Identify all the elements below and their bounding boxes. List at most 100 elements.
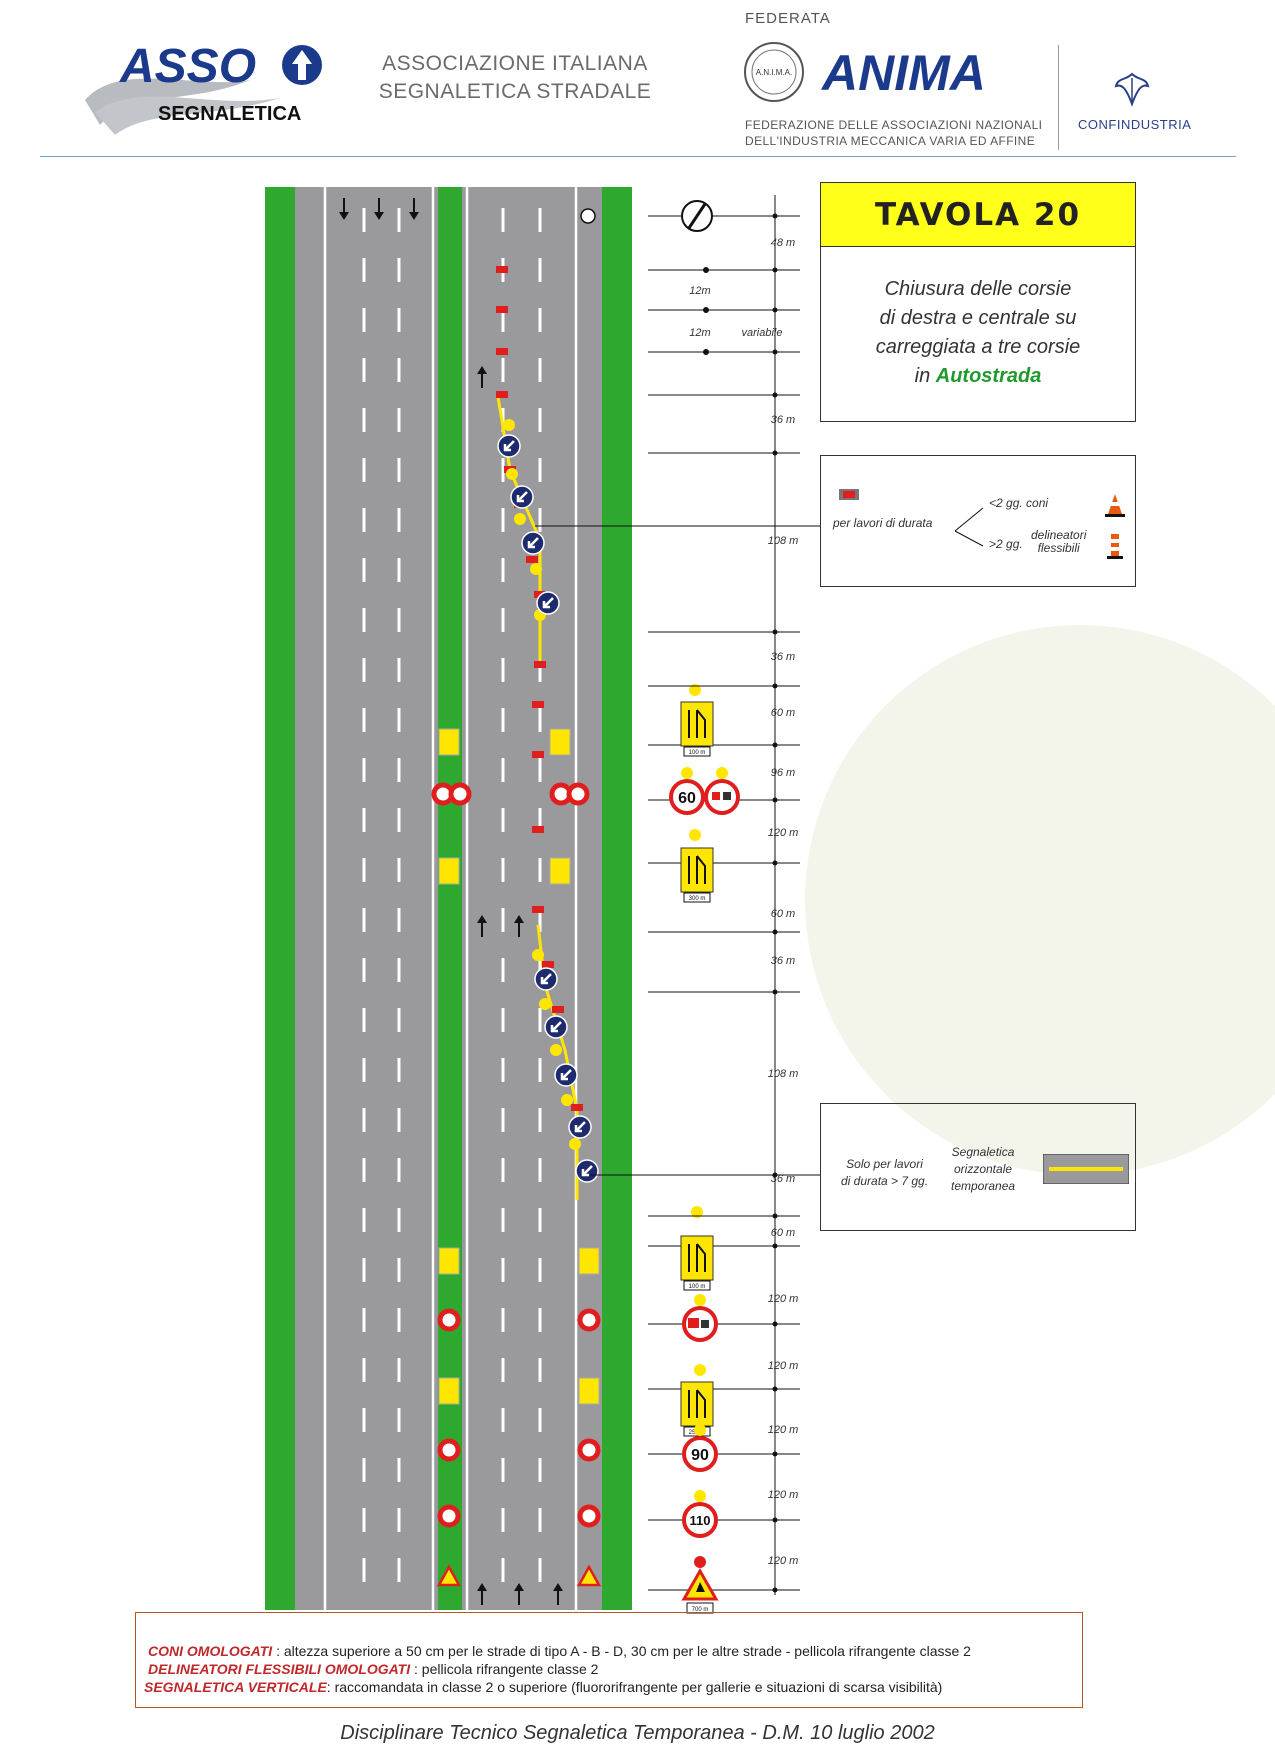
scale-node (772, 989, 778, 995)
warning-light (503, 419, 515, 431)
lane-dash (397, 758, 401, 782)
lane-dash (397, 1208, 401, 1232)
distance-label: 12m (689, 327, 710, 339)
header-divider (40, 156, 1236, 157)
panel-700-text: 700 m (692, 1607, 709, 1613)
distance-label: 96 m (771, 767, 795, 779)
distance-label: 120 m (768, 1555, 799, 1567)
scale-node (772, 1587, 778, 1593)
lane-dash (501, 458, 505, 482)
warning-light (689, 684, 701, 696)
distance-label: 60 m (771, 1227, 795, 1239)
lane-dash (362, 508, 366, 532)
lane-dash (397, 858, 401, 882)
keep-left-sign (575, 1159, 599, 1183)
cone-marker (526, 556, 538, 563)
lane-dash (362, 908, 366, 932)
keep-left-sign (521, 531, 545, 555)
lane-dash (397, 958, 401, 982)
lane-dash (501, 908, 505, 932)
scale-node (772, 392, 778, 398)
lane-dash (362, 858, 366, 882)
scale-node (772, 213, 778, 219)
cone-marker (532, 751, 544, 758)
tavola-desc-line-3: carreggiata a tre corsie (875, 336, 1081, 358)
lane-dash (538, 1358, 542, 1382)
panel-distance-plate (683, 746, 711, 757)
panel-body (680, 1381, 714, 1427)
lane-dash (538, 858, 542, 882)
warning-lights-group (503, 419, 706, 1376)
keep-left-sign (497, 434, 521, 458)
note-coni-text: : altezza superiore a 50 cm per le strad… (276, 1643, 971, 1659)
keep-left-arrow (550, 1021, 562, 1033)
scale-node (772, 349, 778, 355)
distance-label: 36 m (771, 955, 795, 967)
confindustria-label: CONFINDUSTRIA (1078, 117, 1192, 132)
lane-closure-panel: 100 m (680, 701, 714, 757)
lane-dash (397, 258, 401, 282)
note-coni-key: CONI OMOLOGATI (148, 1643, 273, 1659)
work-vehicle (578, 1377, 600, 1405)
lane-dash (501, 1508, 505, 1532)
lane-dash (362, 1058, 366, 1082)
lane-dash (538, 908, 542, 932)
keep-left-arrow (581, 1165, 593, 1177)
keep-left-arrow (574, 1121, 586, 1133)
lane-dash (501, 758, 505, 782)
work-vehicle (438, 857, 460, 885)
lane-dash (362, 608, 366, 632)
no-overtaking-trucks-sign (704, 767, 740, 815)
distance-label: variabile (742, 327, 783, 339)
panel-distance-text: 300 m (689, 896, 706, 902)
note-delineatori-text: : pellicola rifrangente classe 2 (414, 1661, 599, 1677)
work-vehicle (438, 1377, 460, 1405)
keep-left-sign (536, 591, 560, 615)
lane-dash (362, 658, 366, 682)
lane-dash (397, 1058, 401, 1082)
cone-marker (534, 661, 546, 668)
lane-dash (538, 208, 542, 232)
distance-label: 120 m (768, 1360, 799, 1372)
panel-lane-arrows-icon (688, 1389, 706, 1418)
lane-dash (362, 1558, 366, 1582)
speed-limit-discs (437, 1308, 601, 1528)
lane-dash (501, 208, 505, 232)
marking-label-line-2: orizzontale (954, 1162, 1013, 1176)
cones-long-line-2: flessibili (1037, 541, 1080, 555)
lane-dash (538, 758, 542, 782)
lane-dash (397, 908, 401, 932)
distance-label: 120 m (768, 1424, 799, 1436)
keep-left-arrow (516, 491, 528, 503)
lane-dash (538, 458, 542, 482)
note-segnaletica-text: : raccomandata in classe 2 o superiore (… (326, 1679, 943, 1695)
lane-dash (501, 608, 505, 632)
lane-dash (397, 1158, 401, 1182)
distance-label: 120 m (768, 1489, 799, 1501)
tavola-desc-line-2: di destra e centrale su (879, 307, 1077, 329)
flexible-delineator-icon (1107, 534, 1123, 559)
lane-dash (397, 208, 401, 232)
tavola-description: Chiusura delle corsie di destra e centra… (821, 275, 1135, 391)
panel-lane-arrows-icon (688, 1243, 706, 1272)
speed-110-text: 110 (690, 1513, 711, 1528)
cones-long-label: delineatori flessibili (1031, 529, 1086, 555)
scale-node (772, 267, 778, 273)
lane-dash (362, 1008, 366, 1032)
lane-dash (538, 508, 542, 532)
lane-dash (397, 558, 401, 582)
warning-light (691, 1206, 703, 1218)
lane-dash (501, 1058, 505, 1082)
lane-dash (397, 458, 401, 482)
lane-dash (538, 1058, 542, 1082)
keep-left-arrow (503, 440, 515, 452)
association-name: ASSOCIAZIONE ITALIANA SEGNALETICA STRADA… (365, 50, 665, 106)
scale-node (772, 797, 778, 803)
keep-left-sign (510, 485, 534, 509)
lane-dash (397, 1008, 401, 1032)
keep-left-sign (568, 1115, 592, 1139)
lane-closure-panel: 300 m (680, 847, 714, 903)
lane-dash (501, 1108, 505, 1132)
speed-limit-90-sign: 90 (682, 1424, 718, 1472)
